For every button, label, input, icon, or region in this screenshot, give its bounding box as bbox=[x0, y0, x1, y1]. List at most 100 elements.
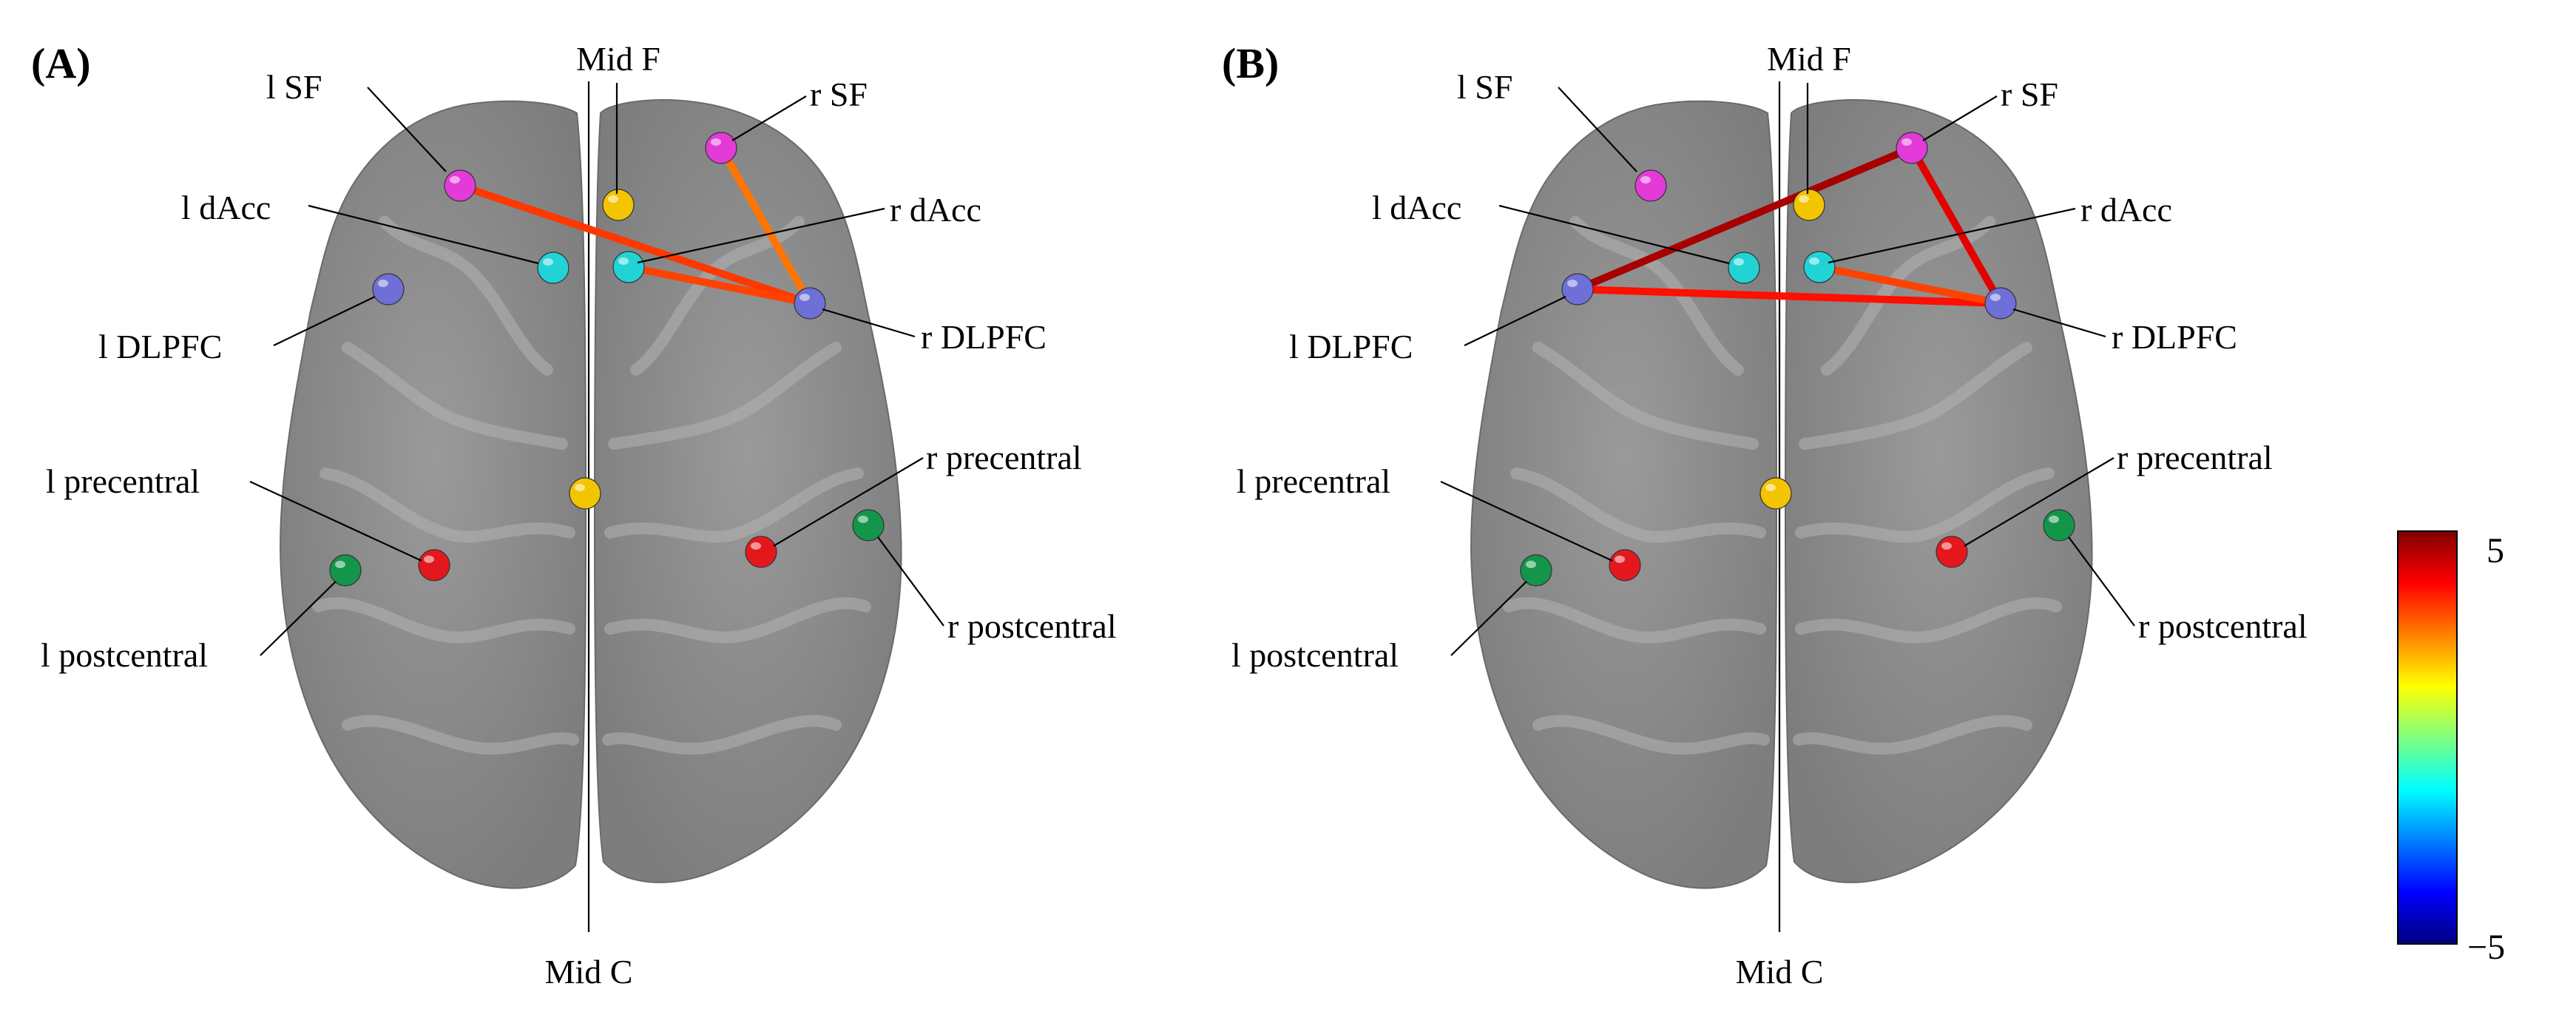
node-label-rPost: r postcentral bbox=[2138, 607, 2308, 645]
node-midF bbox=[602, 189, 635, 221]
leader-line-rDLPFC bbox=[2012, 308, 2106, 338]
gyrus-fold bbox=[1510, 468, 1766, 543]
colorbar-max-label: 5 bbox=[2487, 531, 2504, 570]
gyrus-fold bbox=[1799, 342, 2032, 450]
leader-line-lDAcc bbox=[1498, 204, 1730, 265]
leader-line-lPost bbox=[260, 581, 337, 656]
node-label-rPre: r precentral bbox=[2117, 439, 2273, 476]
leader-line-rSF bbox=[731, 95, 807, 141]
gyrus-fold bbox=[1793, 715, 2032, 755]
node-label-rDLPFC: r DLPFC bbox=[2112, 318, 2237, 356]
node-lDAcc bbox=[1728, 252, 1760, 284]
left-hemisphere bbox=[1470, 100, 1778, 889]
gyrus-fold bbox=[1569, 216, 1744, 376]
node-label-lDAcc: l dAcc bbox=[1372, 189, 1461, 226]
node-lDAcc bbox=[537, 252, 569, 284]
node-lPost bbox=[1520, 554, 1552, 587]
midline-bottom-label: Mid C bbox=[545, 953, 633, 991]
gyrus-fold bbox=[342, 715, 579, 755]
node-label-lDAcc: l dAcc bbox=[181, 189, 271, 226]
node-label-lPost: l postcentral bbox=[1231, 636, 1399, 674]
leader-line-lPre bbox=[1440, 481, 1613, 561]
node-rPre bbox=[1936, 536, 1968, 568]
midline-top-label: Mid F bbox=[576, 40, 660, 78]
leader-line-lSF bbox=[367, 87, 447, 172]
left-hemisphere bbox=[280, 100, 587, 889]
node-label-rDLPFC: r DLPFC bbox=[921, 318, 1047, 356]
midline-top-label: Mid F bbox=[1767, 40, 1851, 78]
edge-rDAcc-rDLPFC bbox=[625, 263, 814, 307]
node-label-lDLPFC: l DLPFC bbox=[1289, 328, 1413, 365]
node-rSF bbox=[1896, 132, 1928, 164]
leader-line-rPre bbox=[1964, 457, 2114, 547]
node-rDAcc bbox=[612, 251, 645, 283]
edge-lSF-rDLPFC bbox=[456, 182, 814, 307]
leader-line-lPost bbox=[1450, 581, 1527, 656]
node-lPost bbox=[329, 554, 362, 587]
leader-line-rPre bbox=[773, 457, 924, 547]
node-rPost bbox=[852, 509, 885, 542]
gyrus-fold bbox=[602, 715, 842, 755]
leader-line-rDLPFC bbox=[822, 308, 916, 338]
node-label-lPre: l precentral bbox=[46, 462, 200, 500]
panel-b: l SF r SF l dAcc r dAcc l DLPFC r DLPFC l prec… bbox=[1222, 39, 2308, 991]
node-label-lDLPFC: l DLPFC bbox=[98, 328, 222, 365]
gyrus-fold bbox=[1532, 342, 1759, 450]
right-hemisphere bbox=[1784, 99, 2093, 883]
gyrus-fold bbox=[604, 468, 864, 543]
node-midC bbox=[569, 477, 601, 510]
right-hemisphere bbox=[593, 99, 902, 883]
midline-bottom-label: Mid C bbox=[1736, 953, 1824, 991]
node-label-rPost: r postcentral bbox=[947, 607, 1117, 645]
leader-line-lDLPFC bbox=[1464, 296, 1566, 346]
gyrus-fold bbox=[608, 342, 842, 450]
leader-line-rDAcc bbox=[1828, 207, 2076, 264]
node-rSF bbox=[705, 132, 737, 164]
node-lPre bbox=[418, 549, 450, 581]
node-lDLPFC bbox=[1561, 273, 1594, 306]
gyrus-fold bbox=[1503, 597, 1766, 644]
node-label-rDAcc: r dAcc bbox=[2080, 191, 2172, 229]
node-label-rSF: r SF bbox=[2001, 75, 2058, 113]
node-lSF bbox=[1634, 169, 1667, 202]
edge-lDLPFC-rDLPFC bbox=[1574, 286, 2004, 307]
node-rDLPFC bbox=[1984, 287, 2017, 320]
edge-rDAcc-rDLPFC bbox=[1816, 263, 2004, 307]
node-label-lPre: l precentral bbox=[1237, 462, 1390, 500]
gyrus-fold bbox=[1532, 715, 1770, 755]
node-label-lSF: l SF bbox=[266, 68, 322, 106]
node-midF bbox=[1793, 189, 1825, 221]
node-lPre bbox=[1609, 549, 1641, 581]
node-label-lPost: l postcentral bbox=[41, 636, 208, 674]
edge-rSF-rDLPFC bbox=[1908, 144, 2004, 307]
leader-line-rDAcc bbox=[637, 207, 885, 264]
node-lSF bbox=[444, 169, 476, 202]
colorbar: 5 −5 bbox=[2397, 530, 2505, 967]
edge-rSF-rDLPFC bbox=[717, 144, 814, 307]
node-rPre bbox=[745, 536, 777, 568]
colorbar-gradient bbox=[2397, 530, 2458, 945]
leader-line-lPre bbox=[249, 481, 422, 561]
gyrus-fold bbox=[1795, 597, 2062, 644]
leader-line-rPost bbox=[2068, 536, 2135, 627]
node-label-lSF: l SF bbox=[1457, 68, 1512, 106]
edge-lDLPFC-rSF bbox=[1574, 144, 1916, 293]
gyrus-fold bbox=[312, 597, 575, 644]
node-lDLPFC bbox=[372, 273, 405, 306]
panel-label: (B) bbox=[1222, 39, 1279, 87]
node-label-rPre: r precentral bbox=[926, 439, 1082, 476]
gyrus-fold bbox=[1795, 468, 2055, 543]
leader-line-lDAcc bbox=[308, 204, 539, 265]
gyrus-fold bbox=[342, 342, 568, 450]
leader-line-rPost bbox=[877, 536, 944, 627]
leader-line-lSF bbox=[1558, 87, 1637, 172]
node-rPost bbox=[2043, 509, 2075, 542]
node-label-rSF: r SF bbox=[810, 75, 868, 113]
gyrus-fold bbox=[604, 597, 871, 644]
colorbar-min-label: −5 bbox=[2467, 928, 2505, 967]
gyrus-fold bbox=[379, 216, 553, 376]
gyrus-fold bbox=[320, 468, 575, 543]
panel-label: (A) bbox=[31, 39, 91, 87]
